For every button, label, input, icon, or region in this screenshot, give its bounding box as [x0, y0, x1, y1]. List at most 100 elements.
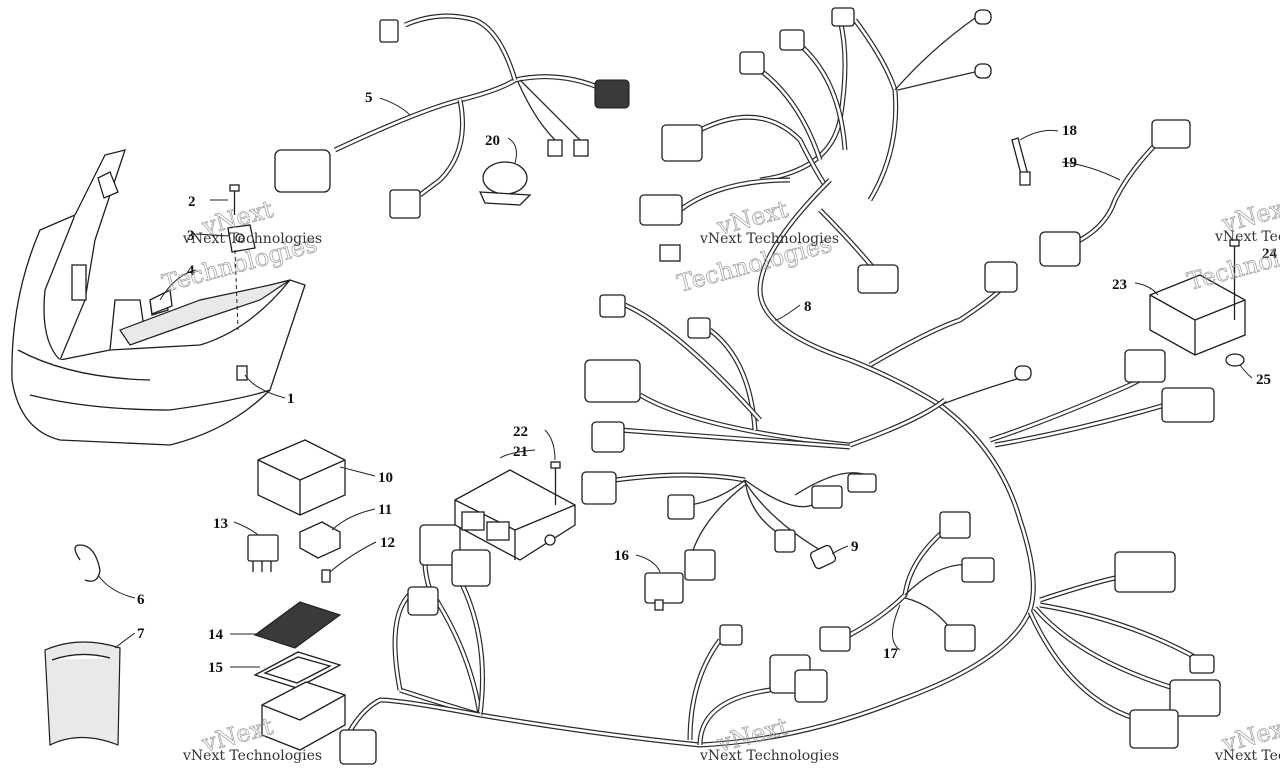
connector — [811, 485, 843, 509]
callout-24: 24 — [1262, 246, 1278, 262]
plug-9 — [809, 544, 837, 570]
ring-terminal — [974, 63, 992, 79]
callout-13: 13 — [213, 516, 228, 532]
callout-17: 17 — [883, 646, 899, 662]
callout-15: 15 — [208, 660, 223, 676]
connector — [1169, 679, 1221, 717]
connector — [379, 19, 399, 43]
callout-23: 23 — [1112, 277, 1127, 293]
watermark-text: vNext Technologies — [699, 748, 839, 764]
connector — [1114, 551, 1176, 593]
harness-8 — [339, 7, 1221, 765]
connector — [961, 557, 995, 583]
connector — [984, 261, 1018, 293]
connector — [779, 29, 805, 51]
connector — [1189, 654, 1215, 674]
callout-10: 10 — [378, 470, 393, 486]
connector — [661, 124, 703, 162]
callout-20: 20 — [485, 133, 500, 149]
headlight-fairing — [11, 149, 306, 446]
watermark-text: vNext Technologies — [182, 231, 322, 247]
callout-8: 8 — [804, 299, 812, 315]
connector — [339, 729, 377, 765]
relay-11 — [299, 521, 341, 559]
callout-6: 6 — [137, 592, 145, 608]
cable-tie-6 — [74, 544, 101, 582]
clip-4 — [149, 289, 173, 315]
bracket-3 — [227, 224, 256, 253]
connector — [1039, 231, 1081, 267]
watermark-text: vNext Technologies — [1214, 748, 1280, 764]
harness-19 — [1039, 119, 1191, 267]
sleeve-7 — [44, 641, 121, 746]
callout-3: 3 — [187, 228, 195, 244]
connector — [591, 421, 625, 453]
ring-terminal — [974, 9, 992, 25]
callout-16: 16 — [614, 548, 630, 564]
callout-1: 1 — [287, 391, 295, 407]
leader-lines — [97, 97, 1253, 668]
clip-18 — [1011, 137, 1031, 186]
connector — [684, 549, 716, 581]
screw-22 — [550, 461, 561, 505]
terminal — [659, 244, 681, 262]
callout-numbers: 1 2 3 4 5 6 7 8 9 10 11 12 13 14 15 16 1… — [137, 90, 1278, 676]
relay-13 — [247, 534, 279, 572]
module-23 — [1149, 274, 1246, 356]
connector — [1129, 709, 1179, 749]
connector — [667, 494, 695, 520]
connector — [687, 317, 711, 339]
terminal — [573, 139, 589, 157]
ecu-port — [486, 521, 510, 541]
screw-24 — [1229, 239, 1240, 320]
fuse-block — [261, 681, 346, 751]
connector — [639, 194, 683, 226]
connector — [1124, 349, 1166, 383]
harness-5 — [274, 13, 630, 219]
watermark-text: vNext Technologies — [1214, 229, 1280, 245]
harness-17 — [819, 511, 995, 652]
screw-2 — [229, 184, 240, 215]
connector — [581, 471, 617, 505]
connector — [594, 79, 630, 109]
callout-12: 12 — [380, 535, 395, 551]
callout-9: 9 — [851, 539, 859, 555]
connector — [451, 549, 491, 587]
connector — [794, 669, 828, 703]
callout-11: 11 — [378, 502, 392, 518]
connector — [389, 189, 421, 219]
gasket-15 — [253, 651, 342, 689]
label-14 — [253, 601, 342, 649]
callout-18: 18 — [1062, 123, 1077, 139]
terminal — [547, 139, 563, 157]
connector — [584, 359, 641, 403]
connector — [944, 624, 976, 652]
socket-16 — [644, 572, 684, 611]
callout-21: 21 — [513, 444, 528, 460]
callout-14: 14 — [208, 627, 224, 643]
ecu-port — [461, 511, 485, 531]
ecu-21 — [454, 469, 576, 561]
callout-2: 2 — [188, 194, 196, 210]
connector — [819, 626, 851, 652]
connector — [739, 51, 765, 75]
callout-22: 22 — [513, 424, 528, 440]
guide-line-dashed — [234, 249, 239, 331]
connector — [419, 524, 461, 566]
connector — [274, 149, 331, 193]
connector — [857, 264, 899, 294]
ring-terminal — [1014, 365, 1032, 381]
callout-19: 19 — [1062, 155, 1077, 171]
watermark-text: vNext Technologies — [699, 231, 839, 247]
connector — [1151, 119, 1191, 149]
connector — [599, 294, 626, 318]
connector — [939, 511, 971, 539]
callout-4: 4 — [187, 263, 195, 279]
connector — [1161, 387, 1215, 423]
fuse-12 — [321, 569, 331, 583]
connector — [831, 7, 855, 27]
fuse-box-10 — [257, 439, 346, 516]
connector — [407, 586, 439, 616]
buzzer-20 — [478, 161, 532, 206]
